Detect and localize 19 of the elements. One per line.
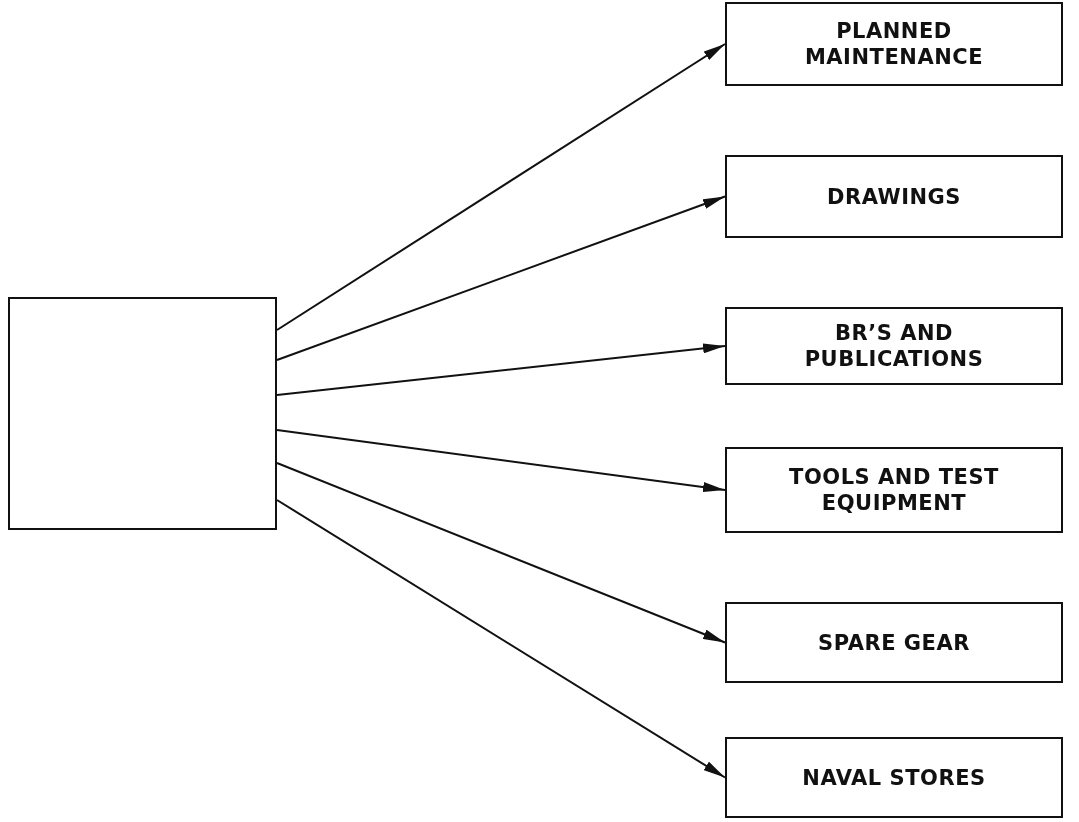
box-label: SPARE GEAR — [818, 629, 970, 656]
process-box — [725, 737, 1063, 818]
process-box — [725, 602, 1063, 683]
box-label: NAVAL STORES — [802, 764, 986, 791]
arrow — [276, 462, 726, 644]
arrow — [276, 43, 726, 331]
box-label: BR’S AND PUBLICATIONS — [803, 320, 985, 372]
empty-box — [8, 297, 277, 530]
process-box — [725, 307, 1063, 385]
box-label: TOOLS AND TEST EQUIPMENT — [788, 464, 1000, 516]
arrow — [276, 343, 726, 396]
arrow — [276, 195, 726, 361]
process-box — [725, 2, 1063, 86]
process-box — [725, 447, 1063, 533]
box-label: PLANNED MAINTENANCE — [803, 18, 985, 70]
arrow — [276, 499, 726, 779]
process-box — [725, 155, 1063, 238]
arrow — [276, 429, 726, 493]
box-label: DRAWINGS — [827, 183, 961, 210]
